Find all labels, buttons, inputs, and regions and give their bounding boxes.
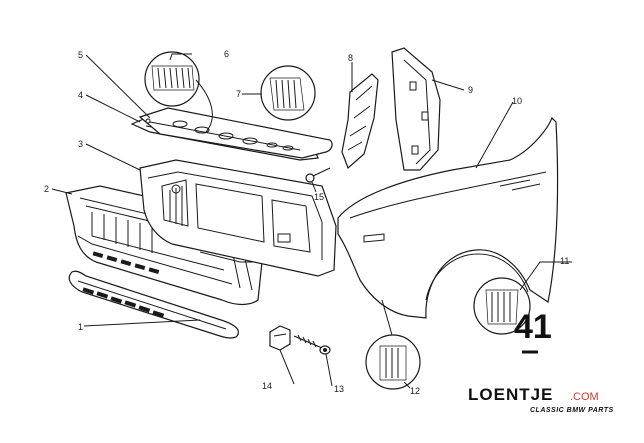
label-3: 3 bbox=[78, 139, 83, 149]
part-9-inner-panel bbox=[391, 47, 441, 171]
part-3-grille bbox=[139, 159, 337, 277]
part-13-screw bbox=[293, 334, 331, 355]
part-8-bracket bbox=[341, 73, 379, 170]
part-number-labels: 1 2 3 4 5 6 7 8 9 10 11 12 13 14 15 bbox=[44, 49, 569, 396]
part-7-seal-detail bbox=[260, 65, 316, 121]
part-15-bolt bbox=[305, 167, 331, 183]
logo-domain: .COM bbox=[570, 391, 599, 403]
part-10-front-fender bbox=[337, 116, 559, 319]
loentje-logo: LOENTJE .COM CLASSIC BMW PARTS bbox=[468, 385, 614, 414]
part-11-seal-detail bbox=[473, 277, 531, 335]
logo-wordmark: LOENTJE bbox=[468, 385, 553, 404]
label-10: 10 bbox=[512, 96, 522, 106]
label-5: 5 bbox=[78, 50, 83, 60]
part-12-seal-detail bbox=[365, 299, 421, 390]
label-8: 8 bbox=[348, 53, 353, 63]
label-11: 11 bbox=[560, 256, 569, 266]
part-1-lower-trim bbox=[68, 270, 239, 339]
part-5-upper-panel bbox=[138, 107, 333, 159]
part-14-clip-nut bbox=[269, 325, 291, 351]
label-9: 9 bbox=[468, 85, 473, 95]
page-number-text: 41 bbox=[514, 308, 552, 346]
label-15: 15 bbox=[314, 192, 324, 202]
label-13: 13 bbox=[334, 384, 344, 394]
page-number: 41 bbox=[514, 308, 552, 354]
label-4: 4 bbox=[78, 90, 83, 100]
label-7: 7 bbox=[236, 89, 241, 99]
label-6: 6 bbox=[224, 49, 229, 59]
leader-lines bbox=[51, 53, 572, 389]
label-1: 1 bbox=[78, 322, 83, 332]
label-14: 14 bbox=[262, 381, 272, 391]
part-6-seal-detail bbox=[144, 51, 213, 133]
logo-tagline: CLASSIC BMW PARTS bbox=[530, 407, 614, 414]
label-2: 2 bbox=[44, 184, 49, 194]
label-12: 12 bbox=[410, 386, 420, 396]
